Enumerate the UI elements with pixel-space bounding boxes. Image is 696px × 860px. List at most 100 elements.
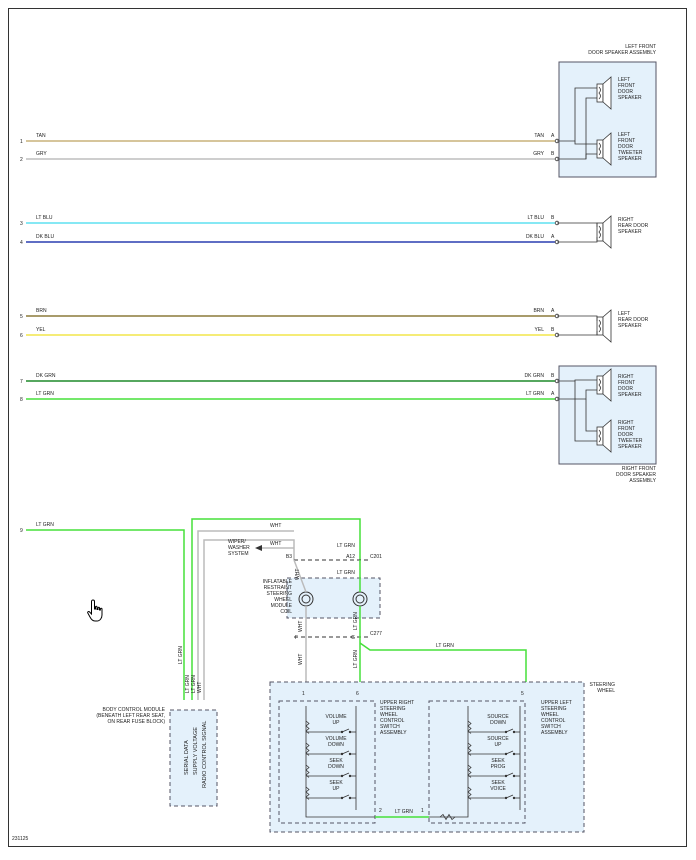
speaker-icon bbox=[596, 419, 612, 453]
bcm-label: BODY CONTROL MODULE(BENEATH LEFT REAR SE… bbox=[96, 707, 165, 725]
diagram-id: 231125 bbox=[12, 836, 29, 842]
wire-wht-top bbox=[197, 530, 294, 700]
wire-terminal-label: A bbox=[551, 234, 555, 240]
c277-label: C277 bbox=[370, 631, 382, 637]
wire-terminal-label: A bbox=[551, 308, 555, 314]
wire-left-label: LT GRN bbox=[36, 522, 54, 528]
speaker-icon bbox=[596, 368, 612, 402]
page-border bbox=[8, 8, 687, 847]
wire-left-label: DK BLU bbox=[36, 234, 54, 240]
speaker-icon bbox=[596, 76, 612, 110]
airbag-coil-box bbox=[286, 577, 381, 619]
wire-pin9 bbox=[26, 529, 185, 700]
rotated-wire-label: SUPPLY VOLTAGE bbox=[193, 727, 199, 775]
arrow-icon bbox=[255, 545, 262, 551]
c201-label: C201 bbox=[370, 554, 382, 560]
wire-right-label: YEL bbox=[535, 327, 545, 333]
wire-pin-number: 4 bbox=[20, 240, 23, 246]
label-wht-2: WHT bbox=[270, 541, 281, 547]
wire-ltgrn-left-switch bbox=[359, 642, 527, 700]
wire-right-label: LT BLU bbox=[528, 215, 545, 221]
wire-pin-number: 6 bbox=[20, 333, 23, 339]
pin-5-label: 5 bbox=[521, 691, 524, 697]
pin-6-label: 6 bbox=[356, 691, 359, 697]
rotated-wire-label: LT GRN bbox=[178, 646, 184, 664]
wire-pin-number: 3 bbox=[20, 221, 23, 227]
wire-right-label: DK GRN bbox=[525, 373, 545, 379]
wire-left-label: LT GRN bbox=[36, 391, 54, 397]
label-wht-1: WHT bbox=[270, 523, 281, 529]
speaker-icon bbox=[596, 132, 612, 166]
wire-pin-number: 8 bbox=[20, 397, 23, 403]
pin-f-label: F bbox=[295, 635, 298, 641]
speaker-icon bbox=[596, 309, 612, 343]
upper-right-switch-box bbox=[278, 700, 376, 824]
rotated-wire-label: WHT bbox=[197, 682, 203, 693]
wire-terminal-label: B bbox=[551, 373, 555, 379]
label-ltgrn-bottom: LT GRN bbox=[395, 809, 413, 815]
rotated-wire-label: RADIO CONTROL SIGNAL bbox=[202, 721, 208, 788]
rotated-wire-label: SERIAL DATA bbox=[184, 740, 190, 775]
hand-pointer-icon bbox=[87, 599, 103, 622]
rotated-wire-label: LT GRN bbox=[191, 675, 197, 693]
steering-wheel-box bbox=[269, 681, 585, 833]
rotated-wire-label: WHT bbox=[298, 654, 304, 665]
speaker-icon bbox=[596, 215, 612, 249]
wire-terminal-label: A bbox=[551, 391, 555, 397]
wire-left-label: LT BLU bbox=[36, 215, 53, 221]
speaker-layer bbox=[557, 76, 612, 453]
pin-b3-label: B3 bbox=[286, 554, 292, 560]
wire-left-label: TAN bbox=[36, 133, 46, 139]
wire-wht-b3 bbox=[203, 539, 295, 700]
pin-2-label: 2 bbox=[379, 808, 382, 814]
rotated-wire-label: LT GRN bbox=[353, 612, 359, 630]
pin-g-label: G bbox=[351, 635, 355, 641]
wire-right-label: DK BLU bbox=[526, 234, 544, 240]
wire-terminal-label: B bbox=[551, 215, 555, 221]
rotated-wire-label: WHT bbox=[295, 569, 301, 580]
upper-left-switch-box bbox=[428, 700, 526, 824]
wire-left-label: BRN bbox=[36, 308, 47, 314]
wire-terminal-label: B bbox=[551, 327, 555, 333]
pin-1b-label: 1 bbox=[421, 808, 424, 814]
rotated-wire-label: LT GRN bbox=[353, 650, 359, 668]
wire-ltgrn-c201 bbox=[191, 518, 361, 700]
wire-left-label: YEL bbox=[36, 327, 46, 333]
pin-a12-label: A12 bbox=[346, 554, 355, 560]
wire-terminal-label: B bbox=[551, 151, 555, 157]
label-ltgrn-right: LT GRN bbox=[436, 643, 454, 649]
wire-pin-number: 7 bbox=[20, 379, 23, 385]
wire-pin-number: 5 bbox=[20, 314, 23, 320]
wire-terminal-label: A bbox=[551, 133, 555, 139]
wire-pin-number: 2 bbox=[20, 157, 23, 163]
wire-right-label: BRN bbox=[533, 308, 544, 314]
wire-left-label: DK GRN bbox=[36, 373, 56, 379]
wire-pin-number: 9 bbox=[20, 528, 23, 534]
wire-right-label: GRY bbox=[533, 151, 544, 157]
rotated-wire-label: WHT bbox=[298, 621, 304, 632]
